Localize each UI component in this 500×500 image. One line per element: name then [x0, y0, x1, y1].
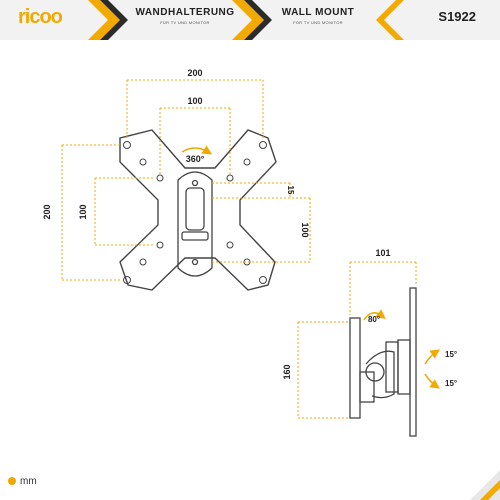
header-title-en: WALL MOUNT FOR TV UND MONITOR — [268, 7, 368, 25]
tilt-up-label: 15° — [445, 350, 457, 359]
hole-icon — [139, 258, 147, 266]
monitor-plate — [409, 287, 417, 437]
swivel-arrow-icon — [363, 309, 386, 321]
hole-icon — [191, 258, 199, 266]
brand-logo: ricoo — [18, 6, 63, 28]
title-en: WALL MOUNT — [281, 7, 355, 18]
rotation-arrow-icon — [181, 145, 213, 155]
wall-plate — [349, 317, 361, 419]
hole-icon — [259, 141, 267, 149]
hole-icon — [123, 141, 131, 149]
hole-icon — [243, 158, 251, 166]
subtitle-en: FOR TV UND MONITOR — [293, 20, 343, 25]
bracket-plate — [177, 171, 213, 277]
unit-dot-icon — [8, 477, 16, 485]
chevron-mid-icon — [232, 0, 264, 40]
hole-icon — [226, 241, 234, 249]
hole-icon — [123, 276, 131, 284]
vesa-plate — [119, 129, 277, 291]
hole-icon — [226, 174, 234, 182]
tilt-block — [385, 341, 399, 393]
unit-label: mm — [20, 476, 37, 487]
tilt-down-label: 15° — [445, 379, 457, 388]
subtitle-de: FÜR TV UND MONITOR — [160, 20, 210, 25]
tilt-down-arrow-icon — [424, 373, 440, 389]
arm-base — [359, 371, 375, 403]
dim-offset: 15 — [286, 186, 295, 195]
swivel-label: 80° — [368, 315, 380, 324]
bracket-slot — [185, 187, 205, 231]
dim-height-outer: 200 — [42, 204, 52, 219]
x-plate-outline — [119, 129, 277, 291]
plate-mount — [397, 339, 411, 395]
hole-icon — [156, 174, 164, 182]
chevron-left-dark-icon — [100, 0, 128, 40]
title-de: WANDHALTERUNG — [135, 7, 235, 18]
hole-icon — [156, 241, 164, 249]
center-bracket — [177, 171, 213, 277]
header-bar: ricoo WANDHALTERUNG FÜR TV UND MONITOR W… — [0, 0, 500, 40]
hole-icon — [259, 276, 267, 284]
header-chevrons — [88, 0, 404, 40]
side-view — [349, 287, 417, 437]
dim-width-outer: 200 — [187, 68, 202, 78]
unit-legend: mm — [8, 476, 37, 487]
dim-width-inner: 100 — [187, 96, 202, 106]
chevron-left-icon — [88, 0, 120, 40]
chevron-right-icon — [376, 0, 404, 40]
dim-depth: 101 — [375, 248, 390, 258]
side-dimension-lines — [297, 261, 417, 419]
swivel-joint — [365, 362, 385, 382]
header-title-de: WANDHALTERUNG FÜR TV UND MONITOR — [120, 7, 250, 25]
tilt-up-arrow-icon — [424, 349, 440, 365]
hole-icon — [191, 179, 199, 187]
dim-side-height: 160 — [282, 364, 292, 379]
model-number: S1922 — [438, 9, 476, 24]
chevron-mid-dark-icon — [244, 0, 272, 40]
rotation-label: 360° — [186, 154, 205, 164]
dim-height-right: 100 — [300, 222, 310, 237]
corner-stripe-icon — [480, 480, 500, 500]
dim-height-inner: 100 — [78, 204, 88, 219]
hole-icon — [139, 158, 147, 166]
bracket-lock — [181, 231, 209, 241]
dimension-lines — [61, 79, 311, 281]
arm-body — [365, 350, 395, 399]
